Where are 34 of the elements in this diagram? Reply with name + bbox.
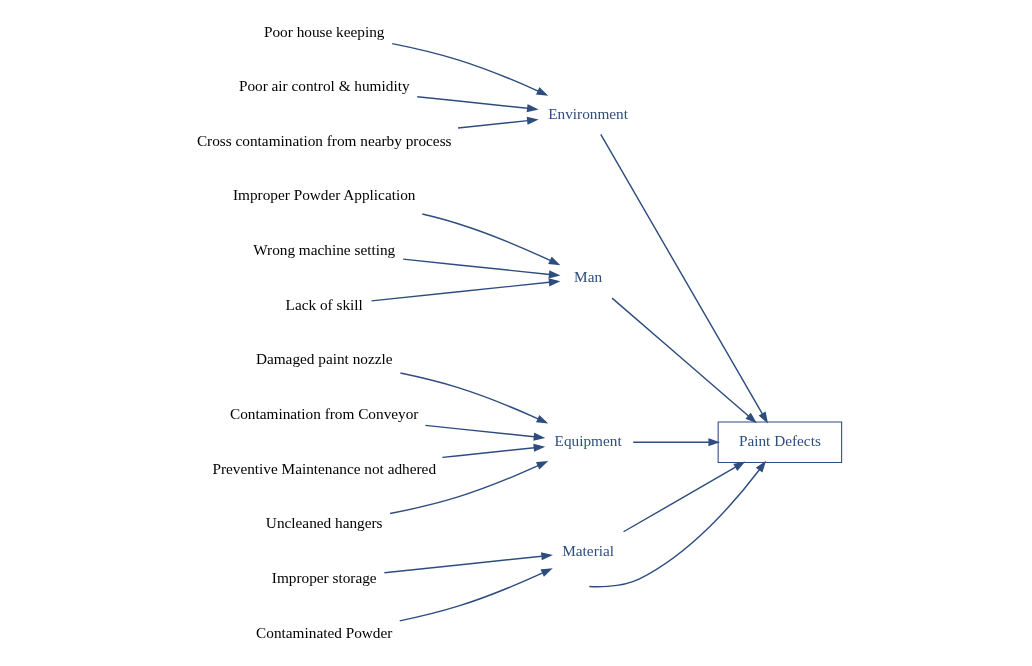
arrow xyxy=(370,278,561,302)
node-text: Contamination from Conveyor xyxy=(230,405,419,422)
node-text: Man xyxy=(574,268,603,286)
arrow xyxy=(421,213,561,266)
node-text: Uncleaned hangers xyxy=(265,514,383,532)
node-text: Material xyxy=(562,541,614,559)
arrow xyxy=(391,42,549,96)
arrow xyxy=(441,443,546,459)
arrow xyxy=(389,461,549,515)
arrow xyxy=(399,568,553,622)
node-text: Contaminated Powder xyxy=(256,623,393,641)
node-box: Paint Defects xyxy=(717,421,843,464)
node-text: Preventive Maintenance not adhered xyxy=(212,459,437,477)
node-text: Lack of skill xyxy=(285,295,363,313)
arrow xyxy=(632,438,720,447)
arrow xyxy=(622,461,746,533)
node-text: Cross contamination from nearby process xyxy=(196,131,452,149)
node-text: Improper storage xyxy=(271,568,377,586)
node-text: Wrong machine setting xyxy=(253,241,396,259)
node-text: Damaged paint nozzle xyxy=(255,350,393,368)
node-text: Improper Powder Application xyxy=(232,186,416,204)
node-text: Poor house keeping xyxy=(263,22,385,40)
node-text: Poor air control & humidity xyxy=(238,77,410,95)
arrow xyxy=(588,460,767,588)
arrow xyxy=(399,372,549,424)
arrow xyxy=(457,116,539,129)
arrow xyxy=(402,258,561,279)
arrow xyxy=(424,424,546,441)
node-text: Environment xyxy=(548,104,629,122)
arrow xyxy=(416,96,539,113)
arrow xyxy=(611,297,757,424)
arrow xyxy=(600,133,768,424)
node-text: Equipment xyxy=(554,432,622,450)
arrow xyxy=(383,552,553,574)
